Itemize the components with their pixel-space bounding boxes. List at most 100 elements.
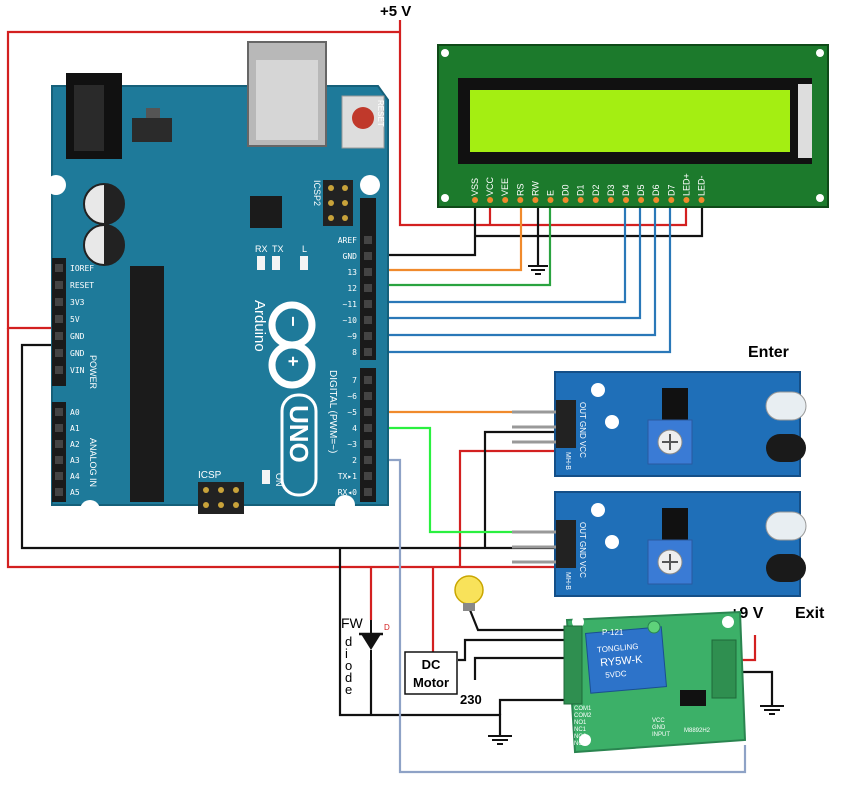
- ir-mount-hole: [591, 503, 605, 517]
- ir-sensor-header: [556, 520, 576, 568]
- lcd-pin-pad: [532, 197, 539, 203]
- lcd-pin-label: RS: [515, 183, 525, 196]
- lcd-pin-label: D3: [606, 184, 616, 196]
- arduino-brand: Arduino: [251, 300, 268, 352]
- uno-badge: [280, 393, 318, 497]
- power-label: POWER: [88, 355, 98, 390]
- lcd-pin-pad: [638, 197, 645, 203]
- fw-diode-letter: d: [345, 634, 352, 649]
- header-pin: [364, 268, 372, 276]
- label-5v: +5 V: [380, 3, 411, 20]
- power-pin-label: GND: [70, 349, 85, 358]
- header-pin: [364, 488, 372, 496]
- lcd-pin-pad: [607, 197, 614, 203]
- lcd-pin-label: E: [546, 190, 556, 196]
- fw-diode-letter: d: [345, 670, 352, 685]
- lcd-pin-pad: [562, 197, 569, 203]
- header-pin: [364, 284, 372, 292]
- relay-pin-label: COM2: [574, 713, 592, 719]
- header-pin: [55, 488, 63, 496]
- relay-pin-label: VCC: [652, 718, 665, 724]
- arduino-logo-minus: −: [283, 316, 303, 327]
- label-enter: Enter: [748, 344, 789, 361]
- relay-chip: [680, 690, 706, 706]
- lcd-pin-label: LED+: [681, 173, 691, 196]
- icsp-header: [198, 482, 244, 514]
- ground-symbol-bottom: [488, 735, 512, 745]
- digital-pin-label: TX▸1: [338, 472, 357, 481]
- analog-header: [52, 402, 66, 502]
- ir-comparator-chip: [662, 388, 688, 420]
- lcd-mount-hole: [816, 49, 824, 57]
- header-pin: [55, 472, 63, 480]
- wire-d4: [372, 200, 627, 304]
- header-pin: [55, 366, 63, 374]
- arduino-logo-plus: +: [283, 356, 303, 367]
- power-pin-label: 3V3: [70, 298, 85, 307]
- ir-comparator-chip: [662, 508, 688, 540]
- lcd-pin-pad: [487, 197, 494, 203]
- lcd-pin-pad: [547, 197, 554, 203]
- arduino-logo: [268, 301, 316, 389]
- wire-5v-top: [398, 20, 688, 227]
- header-pin: [55, 440, 63, 448]
- ir-sensor-pin-label: OUT GND VCC: [578, 522, 587, 578]
- header-pin: [55, 424, 63, 432]
- analog-pin-label: A3: [70, 456, 80, 465]
- wire-5v-bottom: [6, 328, 555, 569]
- lcd-pin-pad: [592, 197, 599, 203]
- power-pin-label: RESET: [70, 281, 94, 290]
- lcd-pin-label: VSS: [470, 178, 480, 196]
- wire-9v: [738, 635, 757, 662]
- wire-d6: [372, 200, 657, 337]
- relay-code: M8892H2: [684, 728, 711, 734]
- header-pin: [364, 300, 372, 308]
- relay-spec: 5VDC: [605, 669, 627, 680]
- lcd-pin-label: RW: [530, 181, 540, 196]
- relay-led: [647, 620, 661, 634]
- fw-diode-letter: o: [345, 658, 352, 673]
- analog-pin-label: A0: [70, 408, 80, 417]
- power-pin-label: GND: [70, 332, 85, 341]
- header-pin: [364, 236, 372, 244]
- digital-pin-label: 4: [352, 424, 357, 433]
- fw-d-label: D: [384, 623, 390, 632]
- analog-pin-label: A4: [70, 472, 80, 481]
- header-pin: [55, 408, 63, 416]
- lcd-pin-label: D5: [636, 184, 646, 196]
- dc-motor-label-2: Motor: [413, 675, 449, 690]
- lcd-pin-label: D7: [666, 184, 676, 196]
- lcd-backlight: [798, 84, 812, 158]
- digital-pin-label: 13: [347, 268, 357, 277]
- digital-pin-label: ~3: [347, 440, 357, 449]
- power-pin-label: IOREF: [70, 264, 94, 273]
- digital-pin-label: AREF: [338, 236, 357, 245]
- digital-pin-label: 2: [352, 456, 357, 465]
- fw-diode-letter: e: [345, 682, 352, 697]
- digital-pin-label: 7: [352, 376, 357, 385]
- ir-mount-hole: [605, 415, 619, 429]
- wire-motor-relay: [458, 638, 570, 662]
- on-led: [262, 470, 270, 484]
- lcd-pin-label: D0: [561, 184, 571, 196]
- wire-bulb: [468, 609, 570, 632]
- wire-5v-left: [6, 30, 400, 330]
- lcd-pin-pad: [683, 197, 690, 203]
- atmega-chip: [130, 266, 164, 502]
- relay-terminal-right: [711, 639, 737, 699]
- ir-sensor-model: MH-B: [564, 452, 571, 470]
- header-pin: [364, 392, 372, 400]
- header-pin: [364, 408, 372, 416]
- lcd-pin-label: VEE: [500, 178, 510, 196]
- digital-pin-label: ~9: [347, 332, 357, 341]
- mount-hole: [80, 500, 100, 520]
- relay-pin-label: INPUT: [652, 732, 670, 738]
- wire-gnd-lcd: [372, 200, 477, 257]
- regulator-tab: [146, 108, 160, 118]
- mount-hole: [46, 175, 66, 195]
- header-pin: [364, 472, 372, 480]
